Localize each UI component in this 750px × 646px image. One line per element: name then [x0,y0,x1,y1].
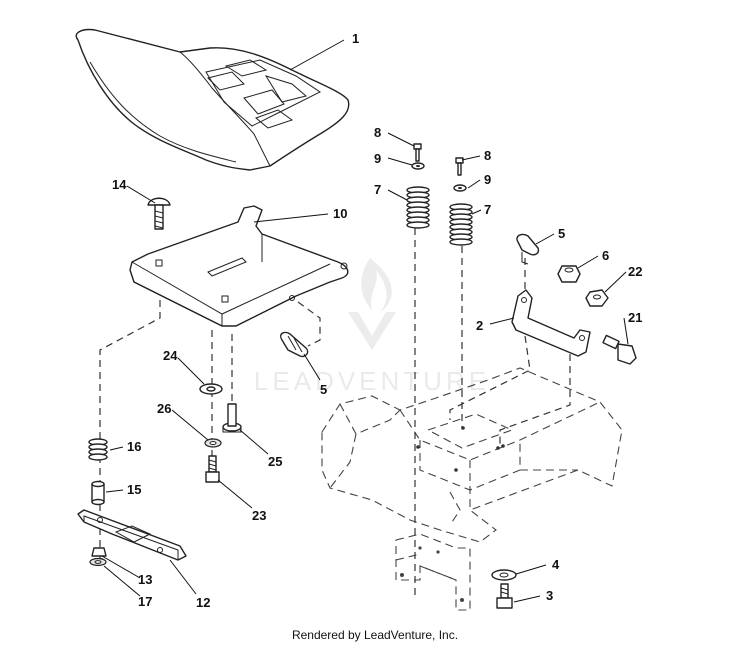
washer-part-9-left [411,162,425,170]
callout-2: 2 [476,318,483,333]
nut-part-22 [585,289,609,307]
clip-part-5-left [280,331,309,358]
callout-25: 25 [268,454,282,469]
washer-part-4 [491,569,517,581]
hex-bolt-part-21 [602,334,637,365]
spring-part-16 [88,438,108,461]
callout-7-left: 7 [374,182,381,197]
seat-part-1 [75,28,350,171]
callout-10: 10 [333,206,347,221]
nut-part-13 [91,547,107,557]
callout-16: 16 [127,439,141,454]
callout-23: 23 [252,508,266,523]
washer-part-9-right [453,184,467,192]
callout-9-right: 9 [484,172,491,187]
bracket-part-2 [511,289,591,357]
washer-part-24 [199,383,223,395]
callout-22: 22 [628,264,642,279]
washer-part-17 [89,557,107,567]
callout-1: 1 [352,31,359,46]
hex-bolt-part-3 [496,583,513,609]
callout-5-right: 5 [558,226,565,241]
callout-3: 3 [546,588,553,603]
callout-4: 4 [552,557,560,572]
leadventure-watermark: LEADVENTURE [254,258,490,396]
spring-part-7-right [449,203,473,246]
bolt-part-25 [222,403,242,433]
callout-8-right: 8 [484,148,491,163]
callout-21: 21 [628,310,642,325]
screw-part-8-right [455,157,464,176]
nut-part-6 [557,265,581,283]
callout-26: 26 [157,401,171,416]
footer-credit: Rendered by LeadVenture, Inc. [291,628,459,642]
clip-part-5-right [516,233,540,265]
callout-8-left: 8 [374,125,381,140]
callout-24: 24 [163,348,178,363]
spring-part-7-left [406,186,430,229]
lock-washer-part-26 [204,438,222,448]
callout-labels: 1 14 10 8 9 7 8 9 7 5 6 22 21 2 5 24 26 … [112,31,642,610]
callout-12: 12 [196,595,210,610]
callout-6: 6 [602,248,609,263]
carriage-bolt-part-14 [147,197,171,230]
callout-15: 15 [127,482,141,497]
screw-part-8-left [413,143,422,162]
mower-frame-outline [321,367,623,611]
spacer-part-15 [91,480,105,506]
watermark-text: LEADVENTURE [254,366,490,396]
callout-9-left: 9 [374,151,381,166]
leader-lines [101,39,629,603]
callout-17: 17 [138,594,152,609]
bracket-plate-part-12 [77,509,187,561]
callout-5-left: 5 [320,382,327,397]
callout-14: 14 [112,177,127,192]
callout-7-right: 7 [484,202,491,217]
seat-pan-part-10 [129,205,349,327]
hex-bolt-part-23 [205,455,220,483]
callout-13: 13 [138,572,152,587]
